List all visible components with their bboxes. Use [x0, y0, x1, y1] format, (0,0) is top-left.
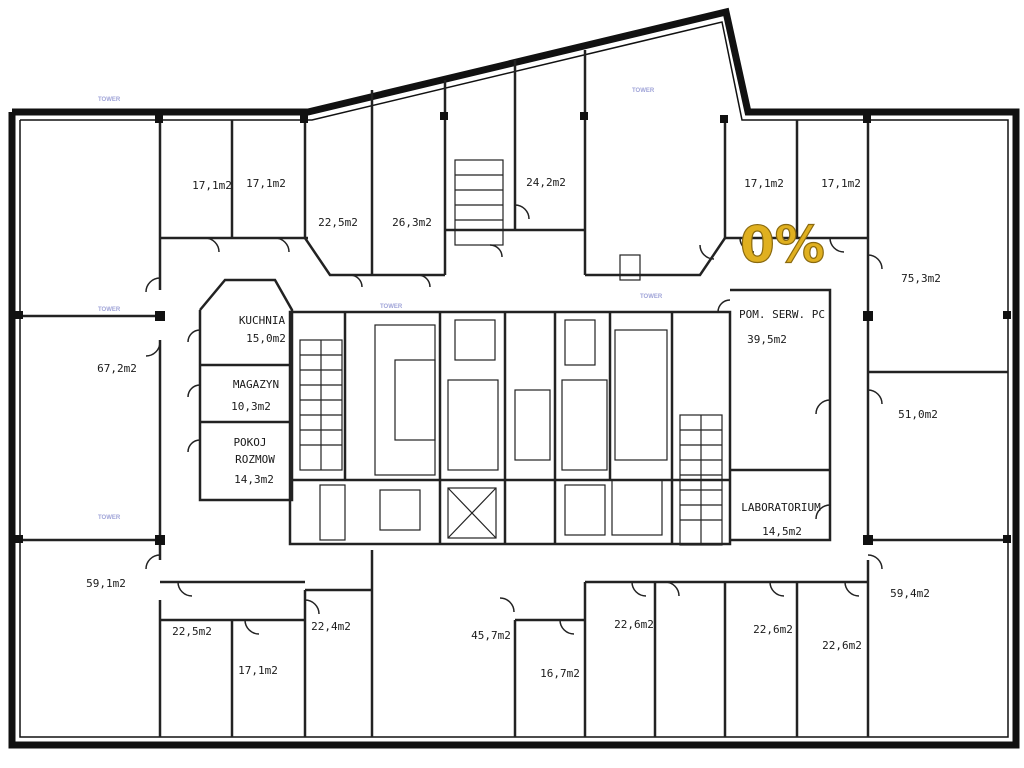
core-details: [299, 159, 723, 546]
watermark-logo: TOWER: [632, 88, 655, 94]
outer-walls-inner: [19, 21, 1009, 738]
room-area-label: 16,7m2: [540, 667, 580, 680]
room-area-label: 24,2m2: [526, 176, 566, 189]
storage-name: MAGAZYN: [233, 378, 279, 391]
meeting-room-name: ROZMOW: [235, 453, 275, 466]
server-room-area: 39,5m2: [747, 333, 787, 346]
percent-badge: 0%: [740, 216, 825, 274]
room-area-label: 22,6m2: [614, 618, 654, 631]
kitchen-name: KUCHNIA: [239, 314, 286, 327]
room-area-label: 22,5m2: [318, 216, 358, 229]
room-area-label: 67,2m2: [97, 362, 137, 375]
room-area-label: 17,1m2: [192, 179, 232, 192]
room-area-label: 22,6m2: [822, 639, 862, 652]
kitchen-area: 15,0m2: [246, 332, 286, 345]
outer-walls: [8, 7, 1020, 749]
partitions: [20, 50, 1008, 737]
watermark-logo: TOWER: [98, 97, 121, 103]
meeting-room-name: POKOJ: [233, 436, 266, 449]
room-area-label: 17,1m2: [246, 177, 286, 190]
watermark-logo: TOWER: [98, 515, 121, 521]
room-area-label: 59,1m2: [86, 577, 126, 590]
door-swings: [145, 204, 883, 635]
room-area-label: 17,1m2: [238, 664, 278, 677]
room-area-label: 17,1m2: [744, 177, 784, 190]
room-area-label: 22,6m2: [753, 623, 793, 636]
watermark-logo: TOWER: [380, 304, 403, 310]
room-area-label: 17,1m2: [821, 177, 861, 190]
room-area-label: 26,3m2: [392, 216, 432, 229]
laboratory-name: LABORATORIUM: [741, 501, 821, 514]
storage-area: 10,3m2: [231, 400, 271, 413]
laboratory-area: 14,5m2: [762, 525, 802, 538]
watermark-logo: TOWER: [98, 307, 121, 313]
watermark-logo: TOWER: [640, 294, 663, 300]
room-area-label: 59,4m2: [890, 587, 930, 600]
room-area-label: 45,7m2: [471, 629, 511, 642]
room-area-label: 51,0m2: [898, 408, 938, 421]
room-area-label: 22,4m2: [311, 620, 351, 633]
meeting-room-area: 14,3m2: [234, 473, 274, 486]
room-area-label: 22,5m2: [172, 625, 212, 638]
room-area-label: 75,3m2: [901, 272, 941, 285]
structural-columns: [15, 112, 1011, 545]
server-room-name: POM. SERW. PC: [739, 308, 825, 321]
